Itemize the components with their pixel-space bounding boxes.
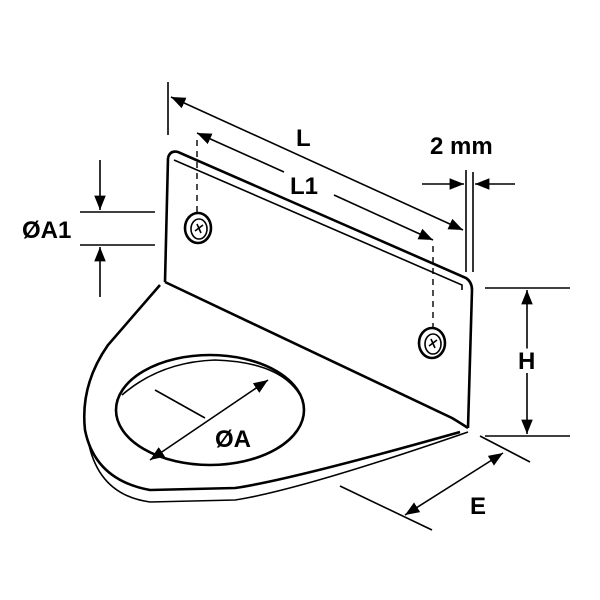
bracket-body (83, 150, 474, 503)
dimension-ring: ØA (149, 379, 269, 461)
dimension-h: H (485, 287, 570, 437)
screw-icon (183, 211, 213, 245)
dimension-thickness: 2 mm (422, 133, 515, 272)
label-thickness: 2 mm (430, 133, 493, 160)
dimension-l: L (167, 82, 467, 272)
label-e: E (470, 493, 486, 520)
screw-icon (417, 326, 447, 360)
label-h: H (518, 348, 535, 375)
dimension-l1: L1 (196, 132, 434, 328)
label-ring: ØA (215, 426, 251, 453)
ring-hole (114, 353, 306, 467)
label-l1: L1 (290, 173, 318, 200)
label-l: L (296, 125, 311, 152)
dimension-screw-hole: ØA1 (22, 160, 155, 297)
dimension-e: E (339, 435, 531, 531)
label-screw-hole: ØA1 (22, 217, 71, 244)
